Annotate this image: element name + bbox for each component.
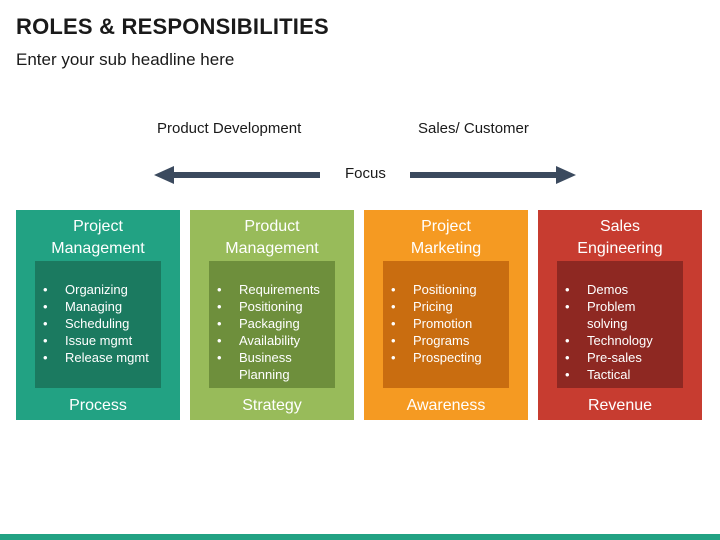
card-inner-box: Positioning Pricing Promotion Programs P… [383,261,509,388]
list-item: Tactical [565,366,679,383]
card-item-list: Organizing Managing Scheduling Issue mgm… [43,281,157,366]
bottom-accent-bar [0,534,720,540]
list-item: Demos [565,281,679,298]
right-arrow-icon [410,166,576,184]
card-footer: Process [69,397,127,414]
list-item: Managing [43,298,157,315]
list-item: Release mgmt [43,349,157,366]
sales-customer-label: Sales/ Customer [418,120,529,137]
list-item: Programs [391,332,505,349]
list-item: Pre-sales [565,349,679,366]
left-arrow-icon [154,166,320,184]
list-item: Positioning [217,298,331,315]
list-item: Pricing [391,298,505,315]
card-item-list: Positioning Pricing Promotion Programs P… [391,281,505,366]
list-item: Requirements [217,281,331,298]
list-item: Problem solving [565,298,679,332]
card-inner-box: Demos Problem solving Technology Pre-sal… [557,261,683,388]
product-development-label: Product Development [157,120,302,137]
list-item: Packaging [217,315,331,332]
card-project-marketing: Project Marketing Positioning Pricing Pr… [364,210,528,420]
list-item: Technology [565,332,679,349]
list-item: Promotion [391,315,505,332]
list-item: Issue mgmt [43,332,157,349]
card-title: Project Marketing [410,218,482,257]
list-item: Availability [217,332,331,349]
list-item: Scheduling [43,315,157,332]
card-footer: Awareness [406,397,486,414]
focus-label: Focus [345,165,386,182]
card-title: Product Management [225,218,319,257]
card-title: Sales Engineering [577,218,663,257]
card-item-list: Requirements Positioning Packaging Avail… [217,281,331,383]
card-product-management: Product Management Requirements Position… [190,210,354,420]
card-project-management: Project Management Organizing Managing S… [16,210,180,420]
card-footer: Revenue [587,397,653,414]
card-item-list: Demos Problem solving Technology Pre-sal… [565,281,679,383]
page-subtitle: Enter your sub headline here [16,50,235,69]
list-item: Business Planning [217,349,331,383]
list-item: Organizing [43,281,157,298]
list-item: Positioning [391,281,505,298]
card-footer: Strategy [242,397,302,414]
card-title: Project Management [51,218,145,257]
card-inner-box: Organizing Managing Scheduling Issue mgm… [35,261,161,388]
card-sales-engineering: Sales Engineering Demos Problem solving … [538,210,702,420]
card-inner-box: Requirements Positioning Packaging Avail… [209,261,335,388]
page-title: ROLES & RESPONSIBILITIES [16,14,329,39]
list-item: Prospecting [391,349,505,366]
